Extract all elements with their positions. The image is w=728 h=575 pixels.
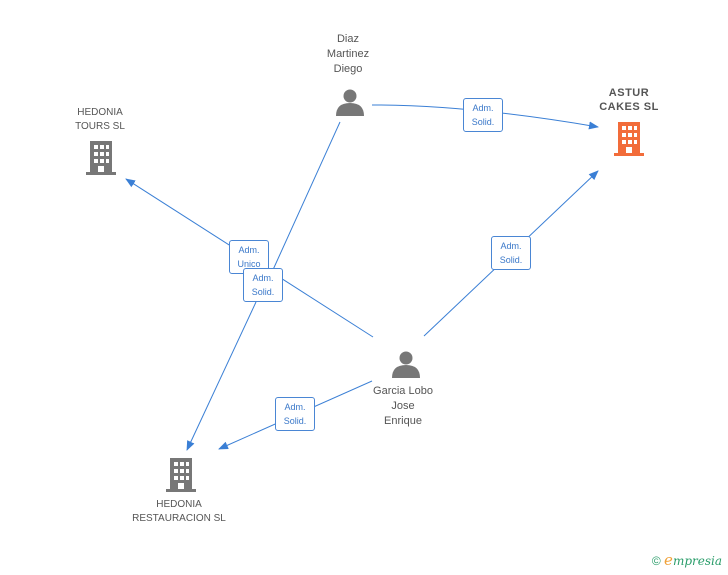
edge-label-garcia-hedonia-rest: Adm. Solid. [275, 397, 315, 431]
copyright-icon: © [651, 554, 661, 568]
person-icon[interactable] [336, 89, 364, 117]
person-label-diaz[interactable]: Diaz Martinez Diego [326, 33, 370, 75]
brand-logo-initial: e [664, 551, 673, 569]
brand-footer[interactable]: © empresia [652, 551, 722, 569]
building-icon[interactable] [614, 122, 644, 156]
edge-label-garcia-astur: Adm. Solid. [491, 236, 531, 270]
brand-logo-text: mpresia [672, 554, 722, 568]
person-label-garcia[interactable]: Garcia Lobo Jose Enrique [373, 385, 433, 427]
company-label-astur[interactable]: ASTUR CAKES SL [599, 87, 659, 113]
edge-label-diaz-astur: Adm. Solid. [463, 98, 503, 132]
building-icon[interactable] [166, 458, 196, 492]
company-label-hedonia-rest[interactable]: HEDONIA RESTAURACION SL [132, 499, 226, 524]
edge-label-diaz-hedonia-rest: Adm. Solid. [243, 268, 283, 302]
edge-diaz-hedonia-rest [271, 121, 341, 273]
building-icon[interactable] [86, 141, 116, 175]
edge-diaz-hedonia-rest-2 [186, 301, 257, 451]
company-label-hedonia-tours[interactable]: HEDONIA TOURS SL [75, 107, 125, 132]
person-icon[interactable] [392, 351, 420, 379]
